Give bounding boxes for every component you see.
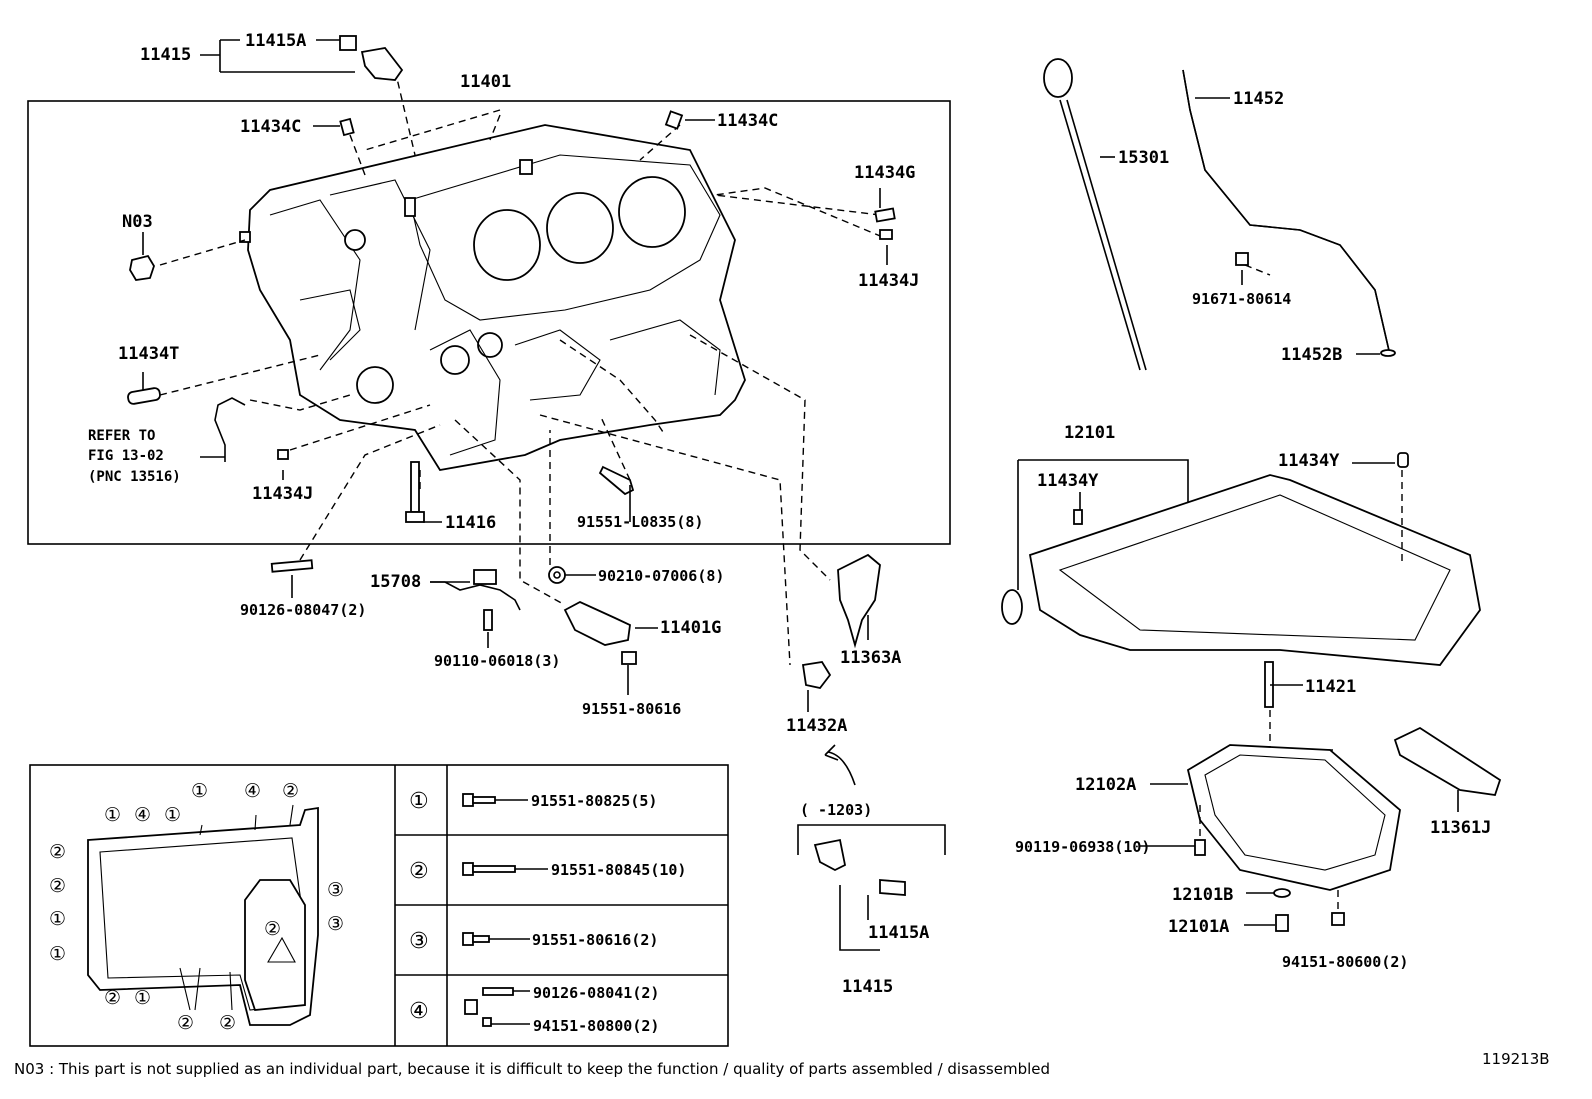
legend-row1-num: ①	[409, 789, 429, 814]
range-group	[797, 744, 946, 951]
refer-line-1: REFER TO	[88, 428, 155, 444]
callout-c5: ④	[244, 780, 261, 802]
refer-line-3: (PNC 13516)	[88, 469, 181, 485]
legend-table: ① ② ③ ④ 91551-80825(5) 91551-80845(10) 9…	[409, 789, 686, 1035]
label-11432A: 11432A	[786, 716, 847, 736]
callout-l2: ②	[49, 875, 66, 897]
label-91671-80614: 91671-80614	[1192, 290, 1291, 308]
label-range: ( -1203)	[800, 801, 872, 819]
callout-r2: ③	[327, 913, 344, 935]
label-11416: 11416	[445, 513, 496, 533]
label-11434C-left: 11434C	[240, 117, 301, 137]
label-11421: 11421	[1305, 677, 1356, 697]
callout-b1: ②	[104, 987, 121, 1009]
legend-row4-num: ④	[409, 999, 429, 1024]
oil-pressure-switch-top	[200, 35, 404, 81]
callout-b4: ②	[219, 1012, 236, 1034]
callout-l3: ①	[49, 908, 66, 930]
label-11361J: 11361J	[1430, 818, 1491, 838]
label-11434T: 11434T	[118, 344, 179, 364]
callout-c3: ①	[164, 804, 181, 826]
cylinder-block-drawing	[239, 124, 746, 471]
block-frame	[27, 100, 951, 545]
callout-l4: ①	[49, 943, 66, 965]
legend-row3-num: ③	[409, 929, 429, 954]
label-94151-80600: 94151-80600(2)	[1282, 953, 1408, 971]
label-11434Y-right: 11434Y	[1278, 451, 1340, 471]
inset-callouts: ① ④ ① ① ④ ② ② ② ① ① ③ ③ ② ② ① ② ②	[49, 780, 344, 1034]
label-12101A: 12101A	[1168, 917, 1229, 937]
callout-c4: ①	[191, 780, 208, 802]
inset-pan-drawing	[87, 804, 319, 1026]
label-11434Y-left: 11434Y	[1037, 471, 1099, 491]
label-12102A: 12102A	[1075, 775, 1136, 795]
label-11434J-left: 11434J	[252, 484, 313, 504]
label-11434J-right: 11434J	[858, 271, 919, 291]
legend-row1-part: 91551-80825(5)	[531, 792, 657, 810]
label-90210-07006: 90210-07006(8)	[598, 567, 724, 585]
label-12101: 12101	[1064, 423, 1115, 443]
label-91551-80616: 91551-80616	[582, 700, 681, 718]
footer-note: N03 : This part is not supplied as an in…	[14, 1060, 1050, 1078]
callout-c6: ②	[282, 780, 299, 802]
label-91551-L0835: 91551-L0835(8)	[577, 513, 703, 531]
label-11401: 11401	[460, 72, 511, 92]
refer-line-2: FIG 13-02	[88, 448, 164, 464]
label-15708: 15708	[370, 572, 421, 592]
callout-mid: ②	[264, 918, 281, 940]
callout-c2: ④	[134, 804, 151, 826]
label-11415: 11415	[140, 45, 191, 65]
label-11415-bottom: 11415	[842, 977, 893, 997]
label-11434G: 11434G	[854, 163, 915, 183]
small-parts	[127, 110, 896, 523]
legend-row3-part: 91551-80616(2)	[532, 931, 658, 949]
label-11415A-bottom: 11415A	[868, 923, 929, 943]
label-90126-08047: 90126-08047(2)	[240, 601, 366, 619]
legend-row4-part-a: 90126-08041(2)	[533, 984, 659, 1002]
oil-pan	[1001, 452, 1502, 932]
label-90110-06018: 90110-06018(3)	[434, 652, 560, 670]
leader-lines	[159, 69, 886, 666]
lower-parts	[270, 553, 881, 689]
callout-b3: ②	[177, 1012, 194, 1034]
label-leaders	[142, 39, 1459, 926]
label-11415A-top: 11415A	[245, 31, 306, 51]
callout-c1: ①	[104, 804, 121, 826]
label-90119-06938: 90119-06938(10)	[1015, 838, 1150, 856]
label-11452B: 11452B	[1281, 345, 1342, 365]
figure-id: 119213B	[1482, 1050, 1550, 1068]
label-N03: N03	[122, 212, 153, 232]
legend-row4-part-b: 94151-80800(2)	[533, 1017, 659, 1035]
label-15301: 15301	[1118, 148, 1169, 168]
callout-b2: ①	[134, 987, 151, 1009]
label-11434C-right: 11434C	[717, 111, 778, 131]
label-11452: 11452	[1233, 89, 1284, 109]
callout-l1: ②	[49, 841, 66, 863]
part-labels: 11415 11415A 11401 11434C 11434C 11434G …	[88, 31, 1491, 997]
legend-row2-part: 91551-80845(10)	[551, 861, 686, 879]
callout-r1: ③	[327, 879, 344, 901]
label-11401G: 11401G	[660, 618, 721, 638]
label-12101B: 12101B	[1172, 885, 1233, 905]
dipstick-group	[1043, 58, 1396, 371]
legend-row2-num: ②	[409, 859, 429, 884]
label-11363A: 11363A	[840, 648, 901, 668]
